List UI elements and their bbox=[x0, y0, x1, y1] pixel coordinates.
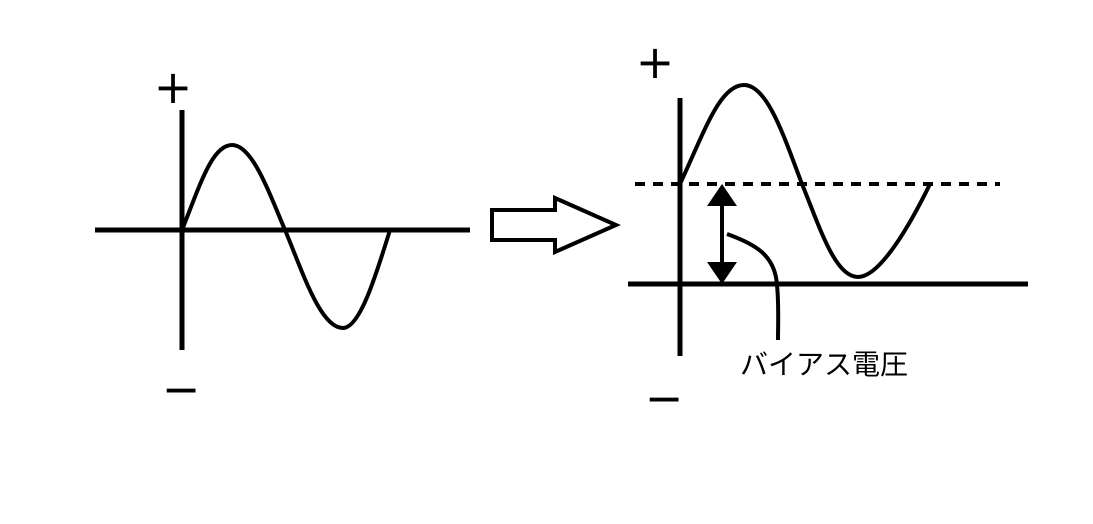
left-sine-wave bbox=[180, 142, 392, 331]
right-plot: バイアス電圧 + − bbox=[628, 35, 1028, 425]
left-plus-sign: + bbox=[154, 60, 193, 114]
transition-arrow-icon bbox=[490, 194, 621, 256]
right-minus-sign: − bbox=[645, 371, 684, 425]
right-plus-sign: + bbox=[636, 35, 675, 89]
bias-double-arrow-icon bbox=[707, 184, 737, 284]
left-minus-sign: − bbox=[162, 362, 201, 416]
right-sine-wave bbox=[678, 82, 932, 280]
left-plot: + − bbox=[95, 60, 470, 416]
bias-leader-line bbox=[726, 232, 781, 341]
bias-voltage-label: バイアス電圧 bbox=[740, 348, 908, 381]
